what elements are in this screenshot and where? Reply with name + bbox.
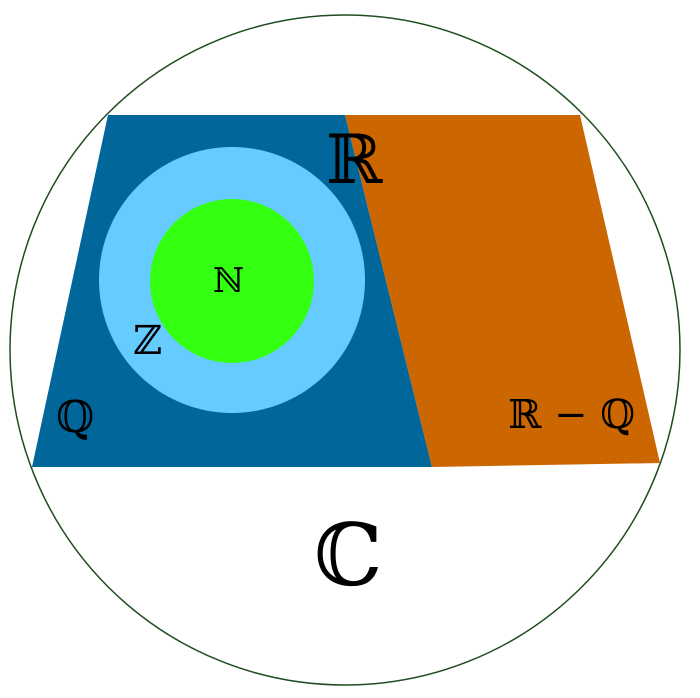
irrationals-label: ℝ − ℚ: [508, 392, 635, 438]
irrationals-region: [345, 115, 660, 467]
integers-label: ℤ: [133, 318, 162, 364]
naturals-set-circle: [150, 199, 314, 363]
complex-label: ℂ: [314, 506, 382, 606]
naturals-label: ℕ: [213, 261, 244, 301]
rationals-label: ℚ: [56, 392, 94, 443]
reals-label: ℝ: [326, 121, 383, 200]
